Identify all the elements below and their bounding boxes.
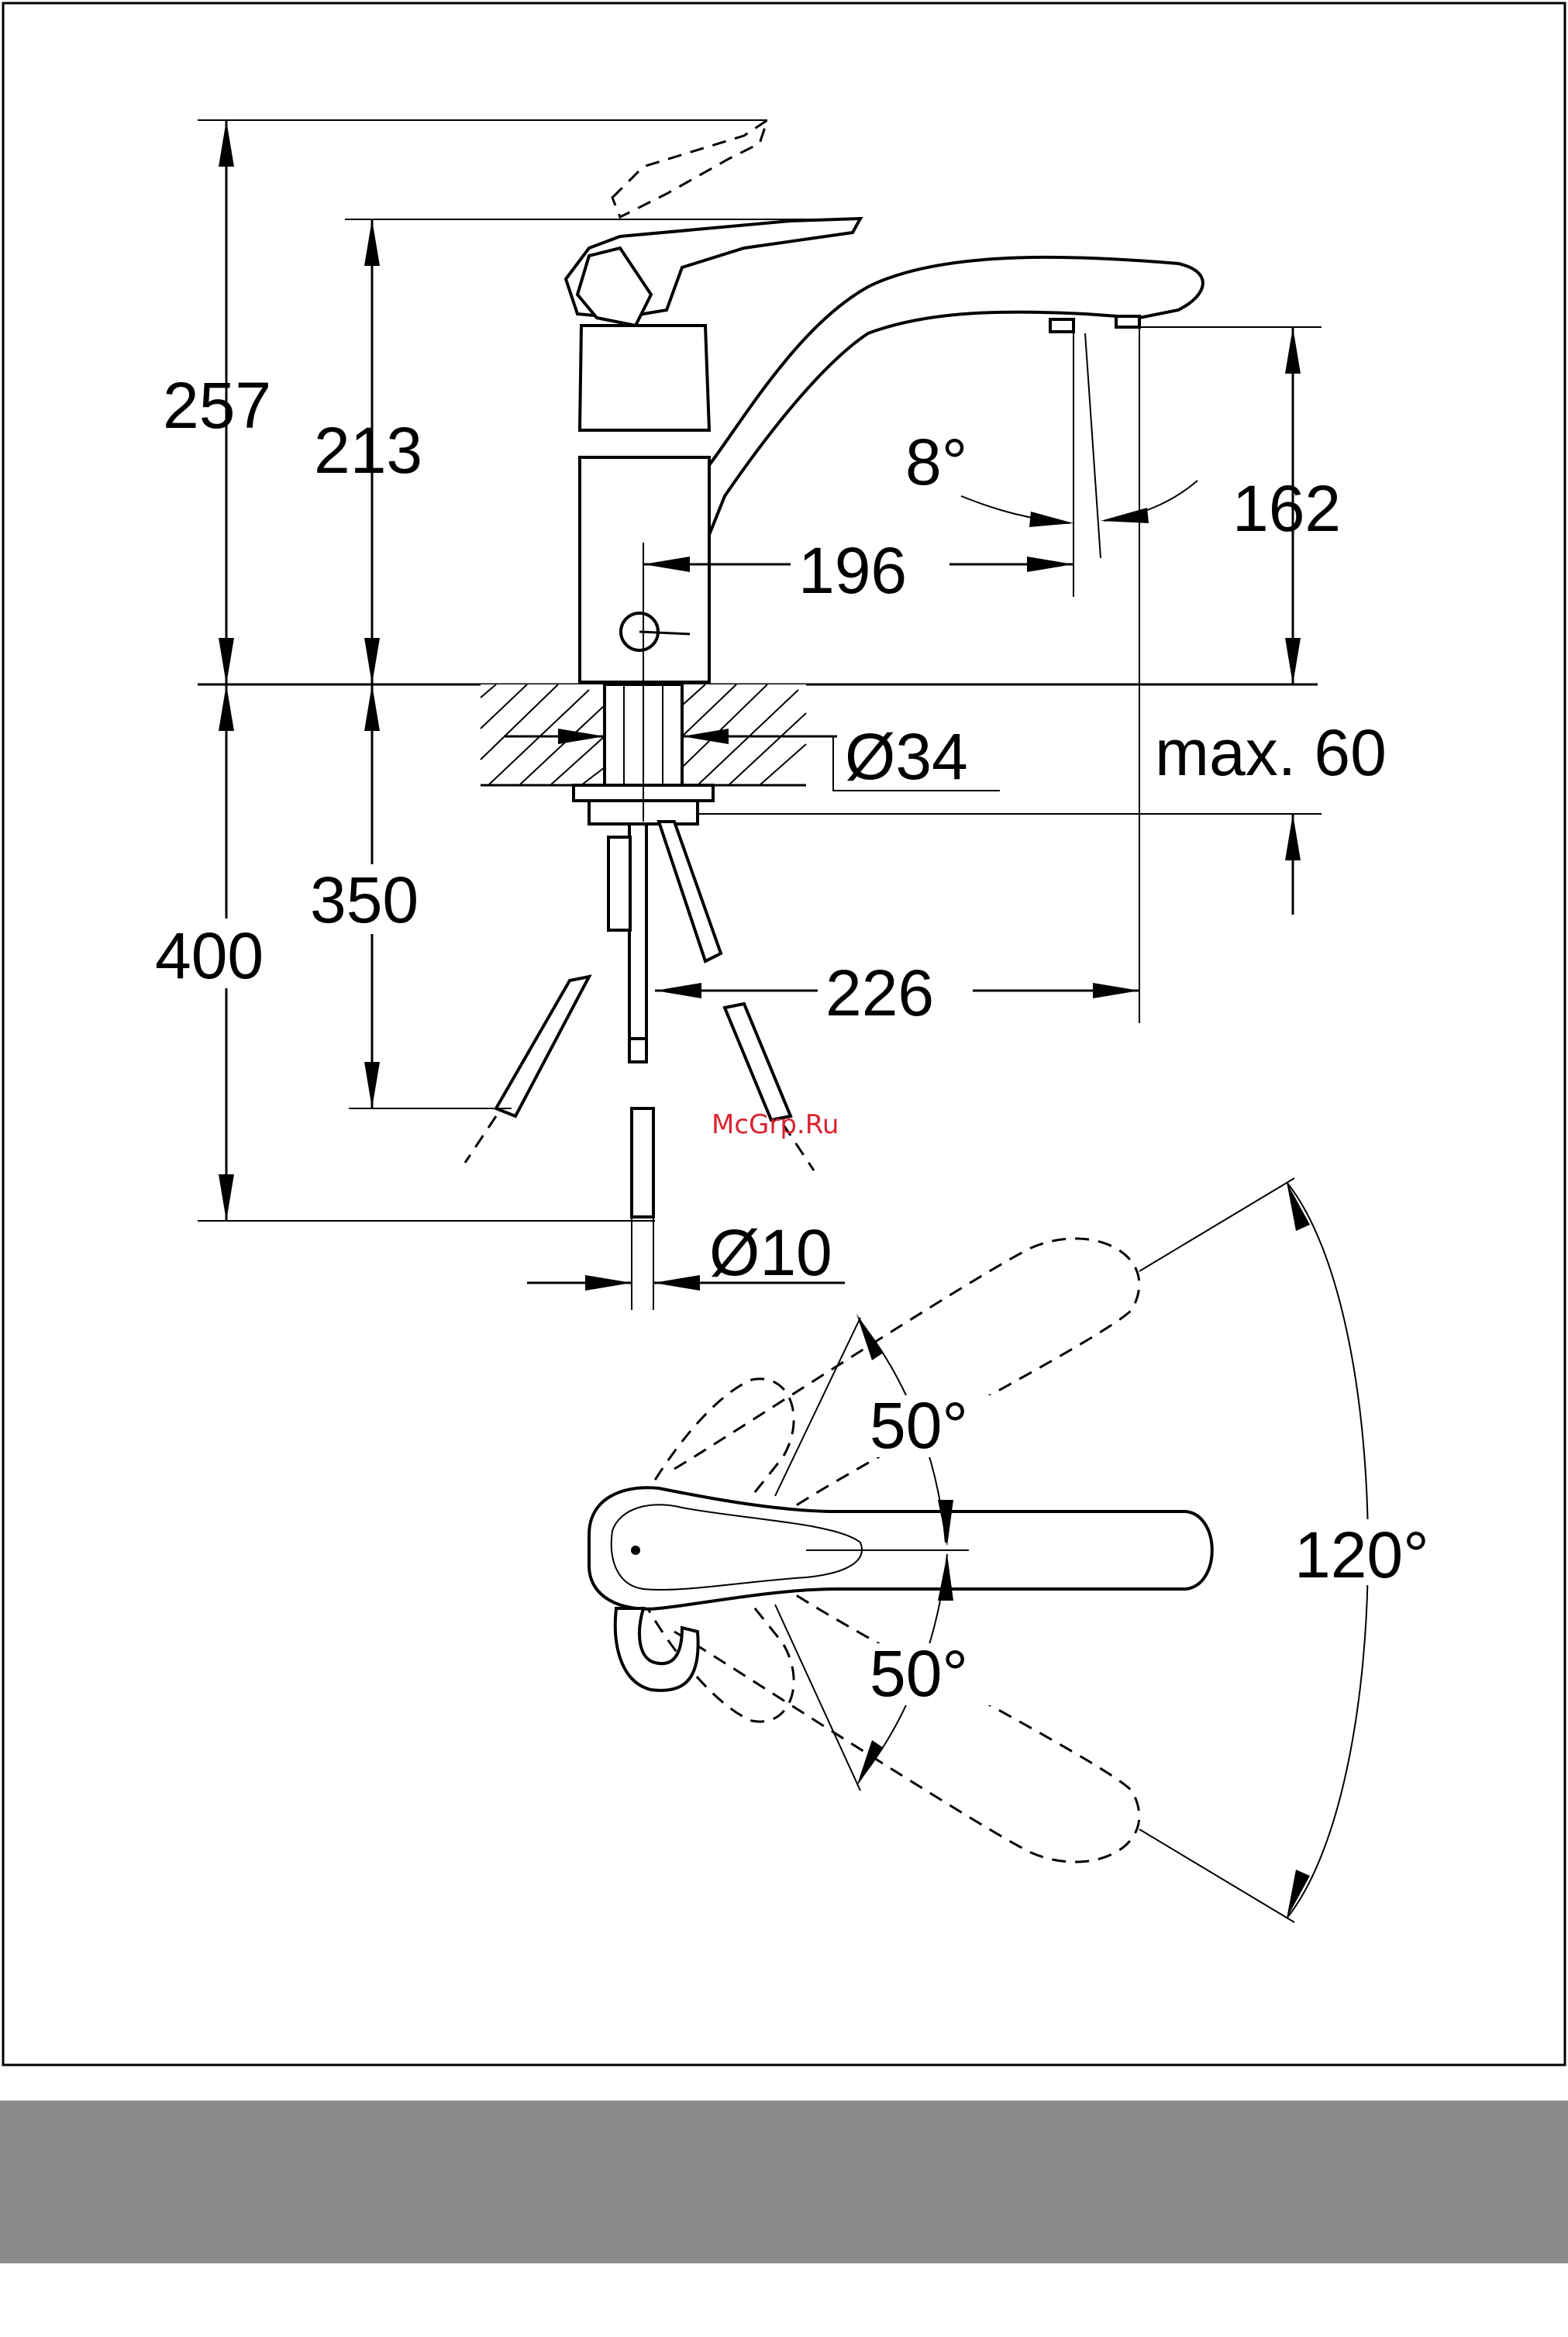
dim-226: 226 [825, 957, 934, 1029]
dim-50-upper: 50° [870, 1389, 968, 1462]
dim-350: 350 [310, 863, 419, 936]
dim-8deg: 8° [905, 426, 967, 498]
dim-257: 257 [163, 369, 271, 442]
hose-cut-segment [632, 1108, 653, 1217]
dim-196: 196 [798, 534, 907, 607]
dim-213: 213 [314, 414, 422, 487]
dim-162: 162 [1232, 472, 1341, 545]
dim-34: Ø34 [845, 720, 968, 793]
lever-raised-outline [612, 120, 767, 217]
lever-top-view [589, 1487, 1212, 1609]
hose-right-lower [725, 1004, 791, 1120]
watermark: McGrp.Ru [712, 1109, 839, 1140]
dim-10: Ø10 [709, 1216, 832, 1289]
hose-left-lower [496, 977, 589, 1116]
aerator-left [1050, 319, 1073, 332]
lever-position-lower [643, 1601, 794, 1722]
hose-center-end [629, 1039, 646, 1062]
hose-left-fitting [608, 837, 630, 930]
hose-center [629, 824, 646, 1049]
dim-max60: max. 60 [1155, 716, 1387, 789]
lever-position-upper [643, 1379, 794, 1500]
dim-400: 400 [155, 919, 264, 992]
hose-dash-left [465, 1116, 496, 1163]
hose-right [659, 822, 721, 961]
top-view: 50° 50° 120° [589, 1178, 1453, 1922]
footer-bar [0, 2101, 1568, 2263]
dim-50-lower: 50° [870, 1637, 968, 1710]
spout-stub [615, 1608, 698, 1691]
page-border [3, 3, 1565, 2065]
faucet-body-upper [580, 326, 709, 430]
aerator-right [1116, 316, 1139, 327]
dim-120: 120° [1294, 1518, 1429, 1591]
lever-position-lower-far [674, 1581, 1139, 1862]
lever-indicator-dot [631, 1546, 640, 1555]
